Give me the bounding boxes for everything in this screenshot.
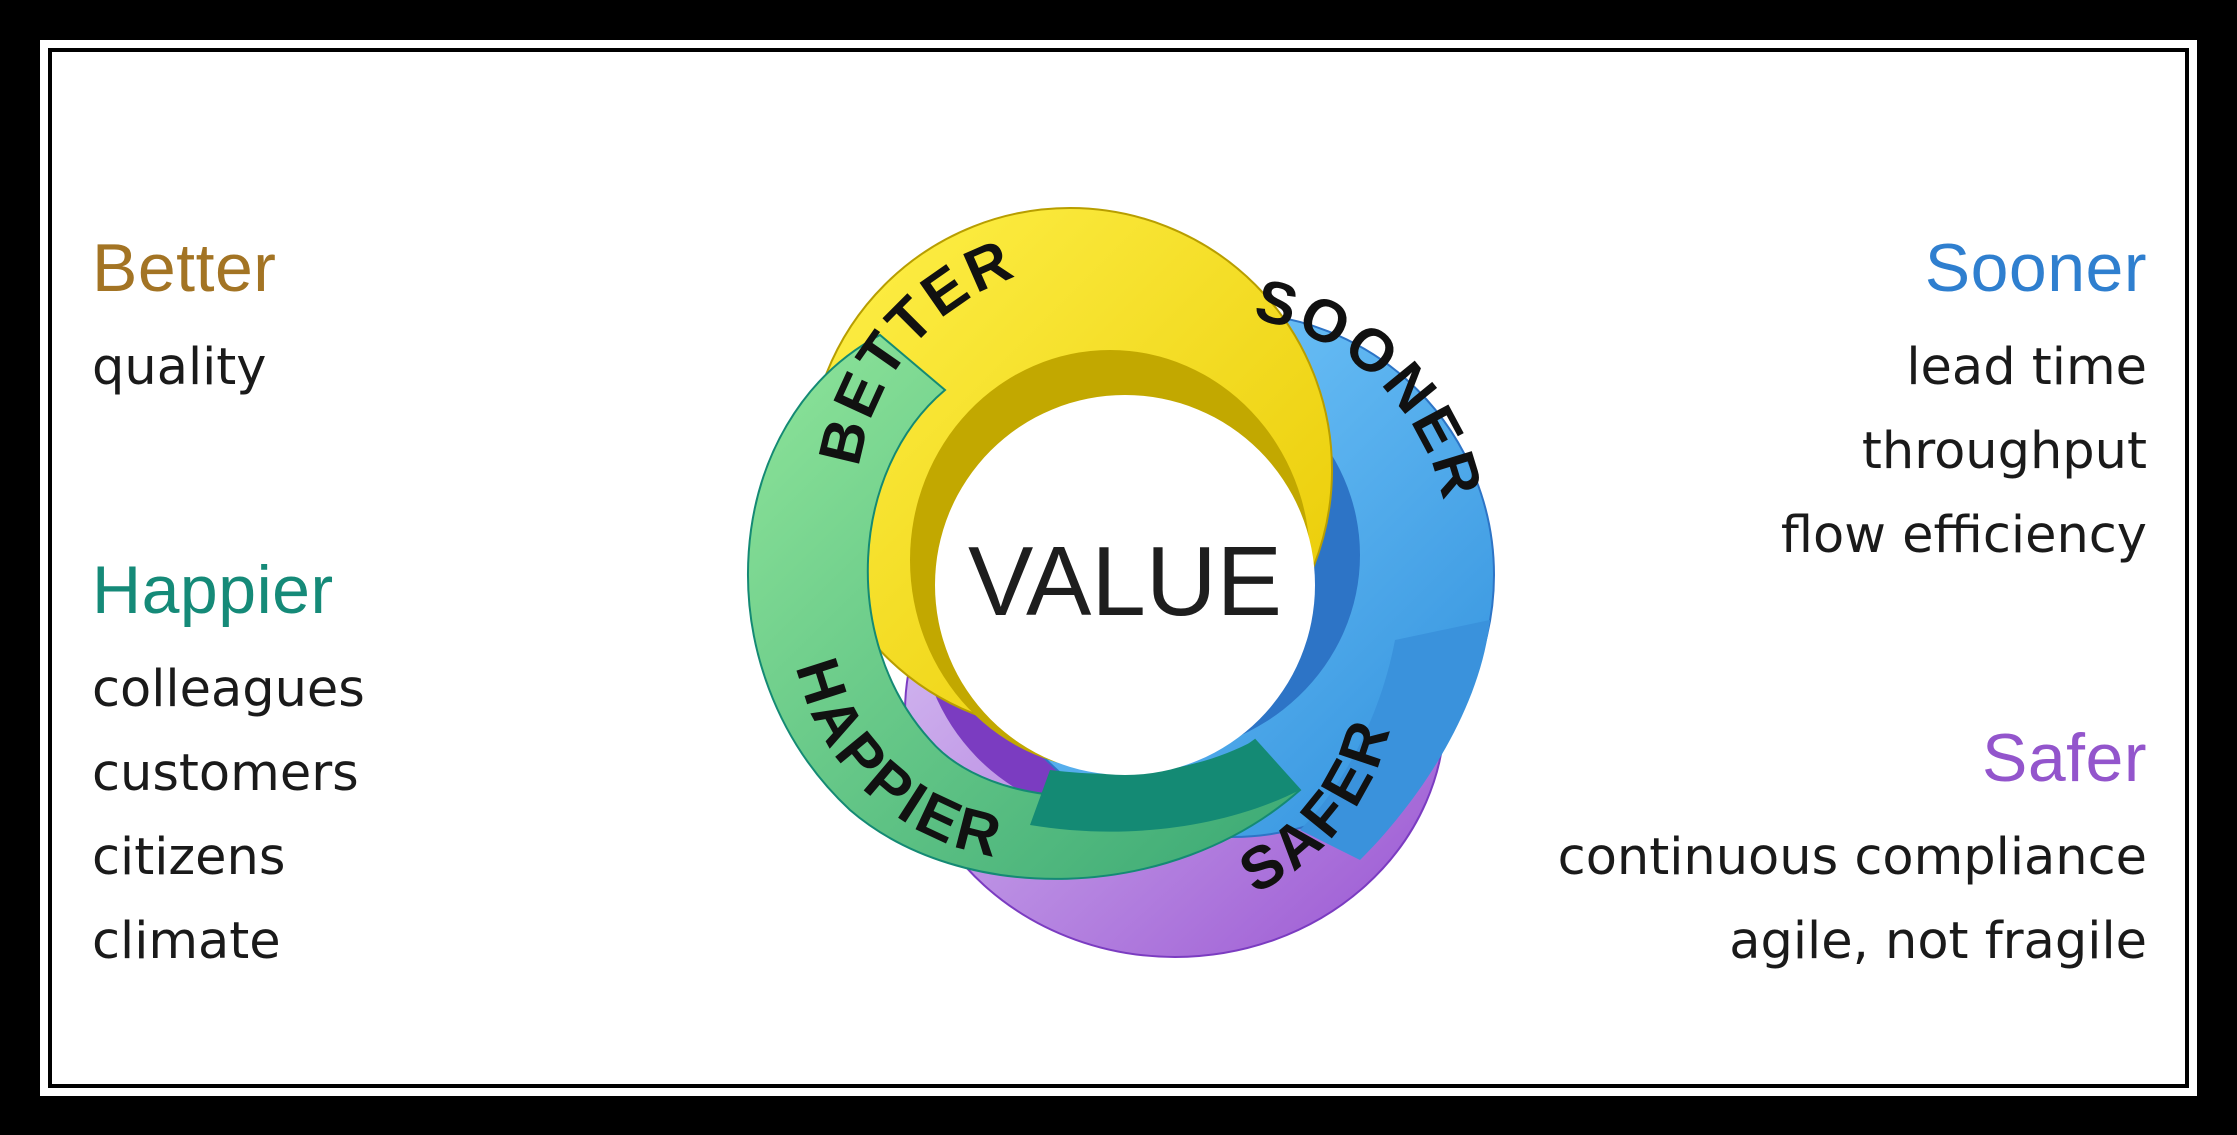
happier-item-climate: climate [92, 912, 281, 971]
sooner-items: lead time throughput flow efficiency [1781, 326, 2147, 578]
safer-items: continuous compliance agile, not fragile [1558, 816, 2147, 984]
better-item-quality: quality [92, 338, 267, 397]
sooner-panel: Sooner lead time throughput flow efficie… [1781, 228, 2147, 578]
safer-heading: Safer [1981, 720, 2147, 796]
sooner-item-throughput: throughput [1861, 422, 2147, 481]
happier-item-citizens: citizens [92, 828, 286, 887]
happier-item-customers: customers [92, 744, 359, 803]
sooner-heading: Sooner [1924, 230, 2147, 306]
better-heading: Better [92, 230, 277, 306]
happier-items: colleagues customers citizens climate [92, 648, 365, 984]
happier-heading: Happier [92, 552, 334, 628]
sooner-item-flow-efficiency: flow efficiency [1780, 506, 2147, 565]
safer-panel: Safer continuous compliance agile, not f… [1558, 718, 2147, 984]
happier-ring [746, 333, 1302, 880]
safer-item-continuous-compliance: continuous compliance [1557, 828, 2147, 887]
center-disc [935, 395, 1315, 775]
better-items: quality [92, 326, 276, 410]
better-panel: Better quality [92, 228, 276, 410]
value-center-label: VALUE [968, 526, 1282, 636]
sooner-overlap [1300, 620, 1490, 860]
safer-item-agile-not-fragile: agile, not fragile [1729, 912, 2147, 971]
happier-panel: Happier colleagues customers citizens cl… [92, 550, 365, 984]
sooner-item-lead-time: lead time [1906, 338, 2147, 397]
happier-item-colleagues: colleagues [92, 660, 365, 719]
